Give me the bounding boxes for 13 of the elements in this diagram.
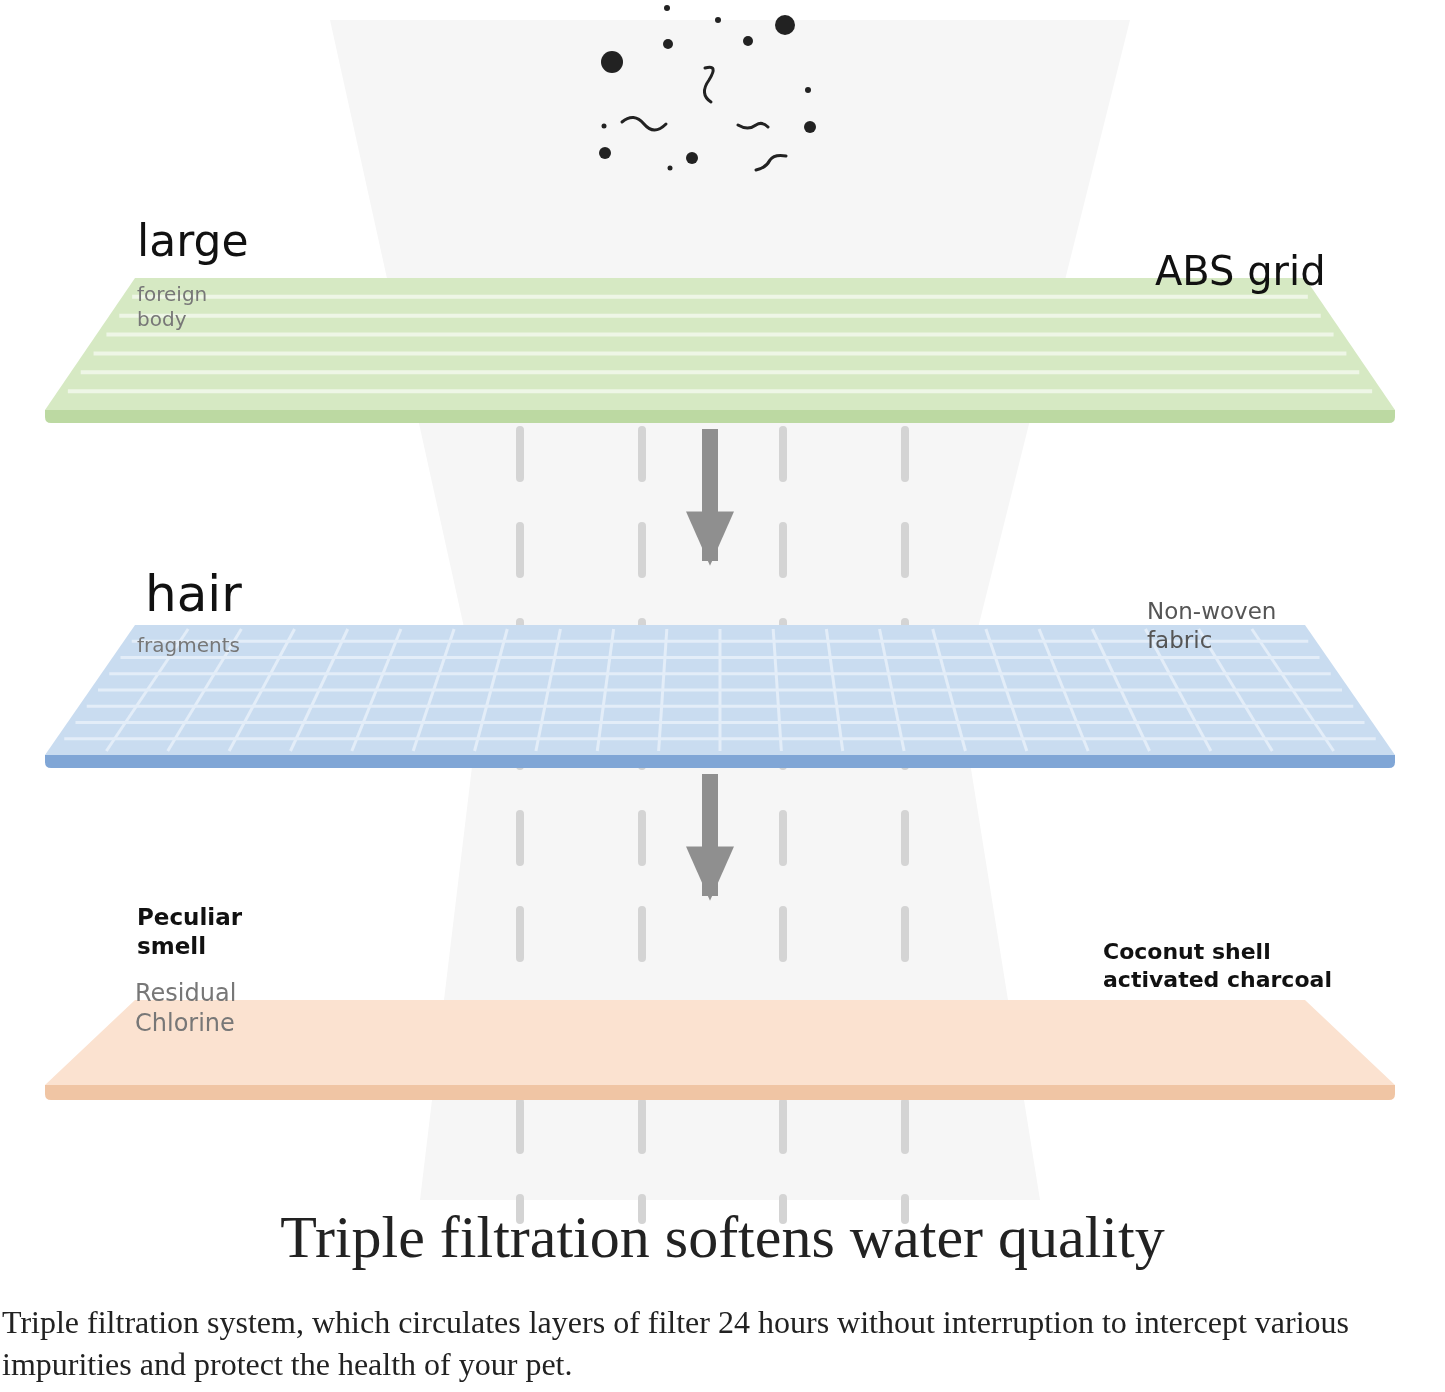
title: Triple filtration softens water quality	[279, 1203, 1166, 1272]
material-label: Coconut shell activated charcoal	[1103, 938, 1333, 993]
material-label: ABS grid	[1155, 247, 1326, 296]
arrow	[686, 429, 734, 566]
caption: Triple filtration system, which circulates layers of filter 24 hours without interruption to intercept various impurities and protect the health of your pet.	[2, 1303, 1350, 1384]
arrow	[686, 774, 734, 901]
impurity-label: foreign body	[137, 282, 209, 332]
impurity-label: Residual Chlorine	[135, 978, 238, 1038]
layer-heading: large	[137, 214, 249, 268]
impurity-label: fragments	[137, 633, 240, 658]
impurity-label: Peculiar smell	[137, 903, 244, 961]
layer-heading: hair	[145, 564, 242, 625]
material-label: Non-woven fabric	[1147, 597, 1278, 655]
